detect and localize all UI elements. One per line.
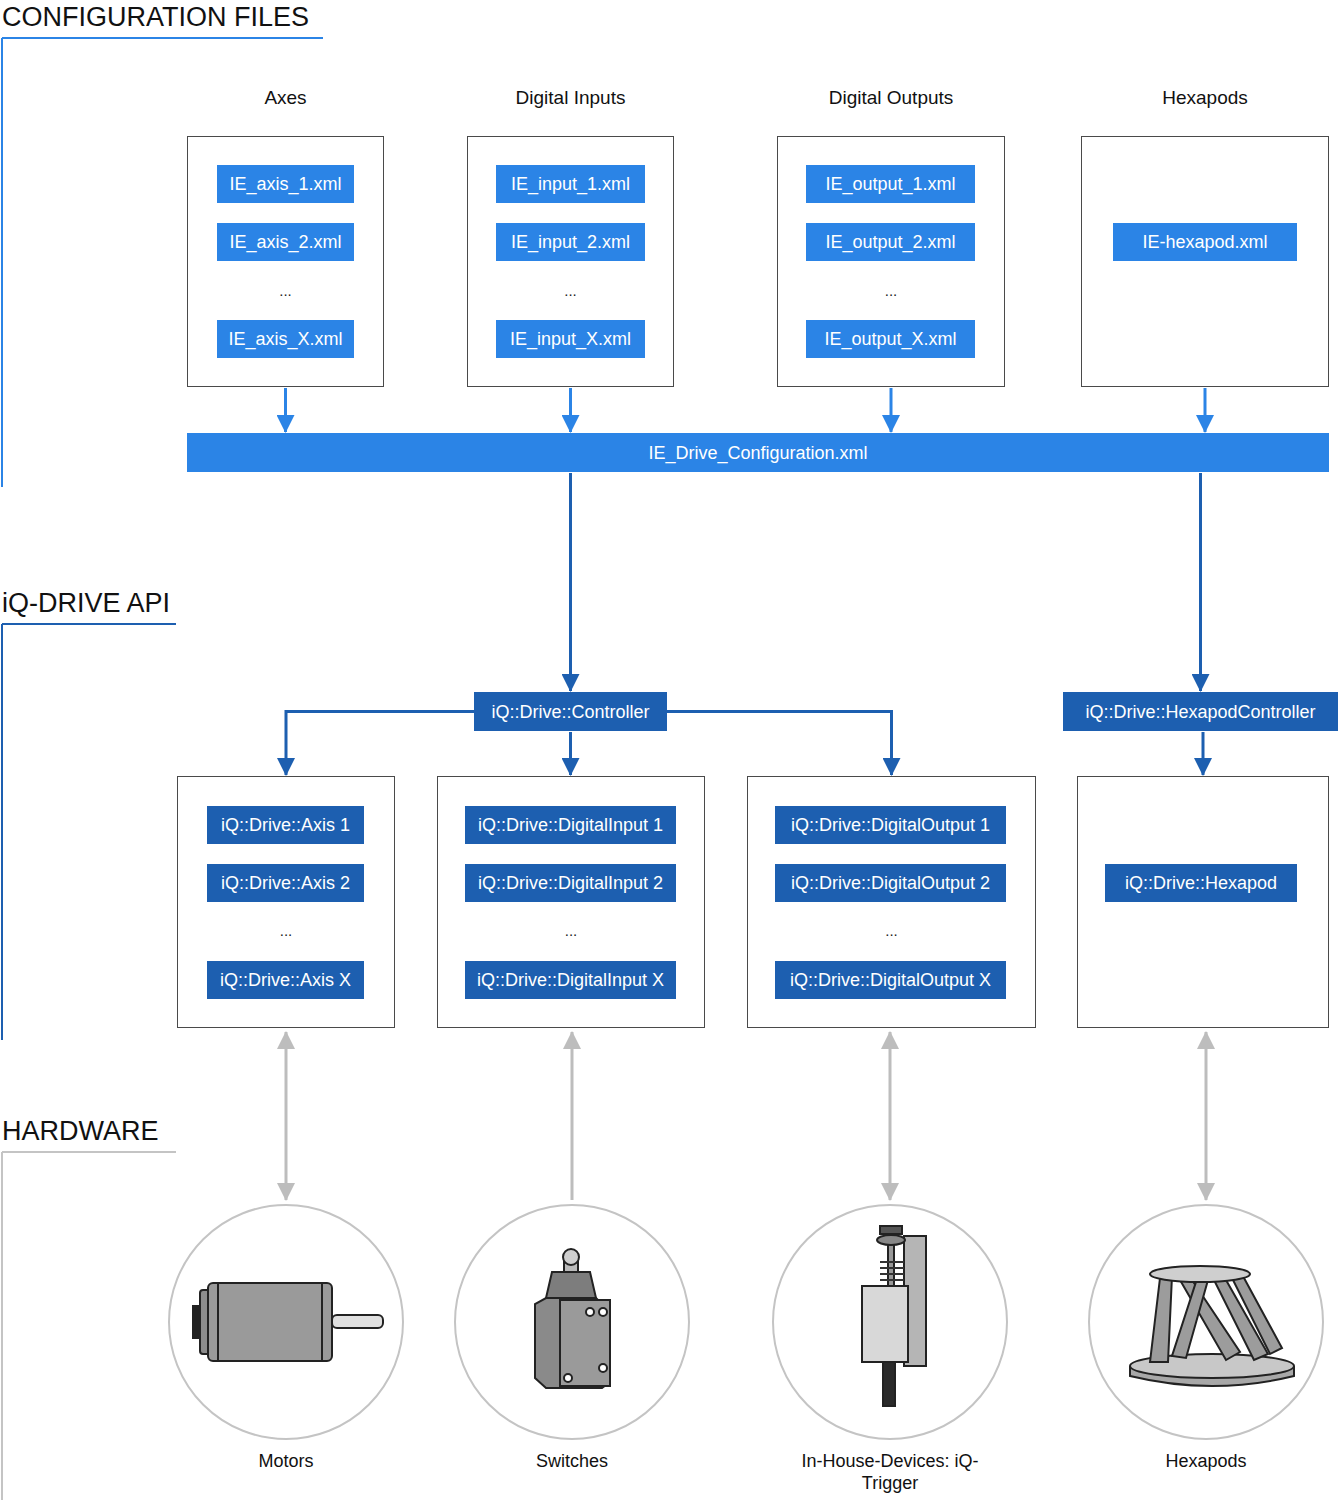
box-label: IE_input_1.xml	[511, 173, 630, 195]
box-label: iQ::Drive::DigitalInput 2	[478, 872, 663, 894]
box-label: iQ::Drive::Controller	[491, 701, 649, 723]
hardware-circle: In-House-Devices: iQ-Trigger	[772, 1204, 1008, 1440]
box-label: iQ::Drive::Axis 2	[221, 872, 350, 894]
group-box: IE_output_1.xmlIE_output_2.xmlIE_output_…	[777, 136, 1005, 387]
api-class-box: iQ::Drive::DigitalInput 1	[465, 806, 676, 844]
config-file-box: IE_output_1.xml	[806, 165, 975, 203]
box-label: iQ::Drive::Hexapod	[1125, 872, 1277, 894]
hardware-circle: Switches	[454, 1204, 690, 1440]
box-label: iQ::Drive::DigitalOutput 1	[791, 814, 990, 836]
box-label: IE_input_X.xml	[510, 328, 631, 350]
connector-arrow	[889, 1032, 892, 1200]
config-file-box: IE_axis_1.xml	[217, 165, 354, 203]
connector-arrow	[569, 473, 572, 691]
box-label: IE_axis_X.xml	[228, 328, 342, 350]
box-label: iQ::Drive::DigitalOutput X	[790, 969, 991, 991]
connector-arrow	[1204, 388, 1207, 432]
ellipsis-text: ...	[468, 283, 673, 299]
hardware-label: In-House-Devices: iQ-Trigger	[785, 1450, 995, 1494]
config-file-box: IE_axis_2.xml	[217, 223, 354, 261]
section-heading: HARDWARE	[2, 1116, 159, 1146]
group-heading: Digital Inputs	[468, 87, 673, 109]
group-box: iQ::Drive::DigitalInput 1iQ::Drive::Digi…	[437, 776, 705, 1028]
group-box: iQ::Drive::DigitalOutput 1iQ::Drive::Dig…	[747, 776, 1036, 1028]
connector-arrow	[569, 732, 572, 775]
api-class-box: iQ::Drive::Controller	[474, 692, 667, 731]
config-file-box: IE_output_2.xml	[806, 223, 975, 261]
trigger-illustration	[862, 1226, 926, 1406]
section-heading: iQ-DRIVE API	[2, 588, 170, 618]
section-heading: CONFIGURATION FILES	[2, 2, 309, 32]
group-heading: Digital Outputs	[778, 87, 1004, 109]
ellipsis-text: ...	[748, 923, 1035, 939]
connector-arrow	[286, 712, 474, 776]
box-label: IE-hexapod.xml	[1142, 231, 1267, 253]
ellipsis-text: ...	[438, 923, 704, 939]
box-label: IE_axis_2.xml	[229, 231, 341, 253]
hexapod-illustration	[1130, 1266, 1294, 1386]
config-file-box: IE_axis_X.xml	[217, 320, 354, 358]
connector-arrow	[285, 1032, 288, 1200]
connector-arrow	[890, 388, 893, 432]
api-class-box: iQ::Drive::Axis 1	[207, 806, 364, 844]
ellipsis-text: ...	[188, 283, 383, 299]
connector-arrow	[1205, 1032, 1208, 1200]
connector-arrow	[1199, 473, 1202, 691]
api-class-box: iQ::Drive::Axis X	[207, 961, 364, 999]
group-heading: Hexapods	[1082, 87, 1328, 109]
switch-illustration	[535, 1249, 610, 1388]
api-class-box: iQ::Drive::DigitalInput X	[465, 961, 676, 999]
box-label: iQ::Drive::DigitalOutput 2	[791, 872, 990, 894]
config-file-box: IE_input_2.xml	[496, 223, 645, 261]
connector-arrow	[1202, 732, 1205, 775]
ellipsis-text: ...	[778, 283, 1004, 299]
box-label: iQ::Drive::HexapodController	[1085, 701, 1315, 723]
api-class-box: iQ::Drive::DigitalOutput 2	[775, 864, 1006, 902]
config-file-box: IE_output_X.xml	[806, 320, 975, 358]
api-class-box: iQ::Drive::Axis 2	[207, 864, 364, 902]
box-label: iQ::Drive::Axis 1	[221, 814, 350, 836]
box-label: iQ::Drive::Axis X	[220, 969, 351, 991]
config-file-box: IE_input_X.xml	[496, 320, 645, 358]
group-box: iQ::Drive::Axis 1iQ::Drive::Axis 2iQ::Dr…	[177, 776, 395, 1028]
box-label: IE_output_1.xml	[825, 173, 955, 195]
group-box: IE-hexapod.xmlHexapods	[1081, 136, 1329, 387]
ellipsis-text: ...	[178, 923, 394, 939]
api-class-box: iQ::Drive::HexapodController	[1063, 692, 1338, 731]
config-band: IE_Drive_Configuration.xml	[187, 433, 1329, 472]
hardware-label: Motors	[181, 1450, 391, 1472]
group-box: IE_input_1.xmlIE_input_2.xmlIE_input_X.x…	[467, 136, 674, 387]
config-file-box: IE-hexapod.xml	[1113, 223, 1297, 261]
box-label: iQ::Drive::DigitalInput X	[477, 969, 664, 991]
box-label: IE_output_X.xml	[824, 328, 956, 350]
group-box: iQ::Drive::Hexapod	[1077, 776, 1329, 1028]
box-label: IE_output_2.xml	[825, 231, 955, 253]
connector-arrow	[667, 712, 892, 776]
api-class-box: iQ::Drive::DigitalOutput 1	[775, 806, 1006, 844]
hardware-label: Hexapods	[1101, 1450, 1311, 1472]
box-label: IE_input_2.xml	[511, 231, 630, 253]
hardware-circle: Motors	[168, 1204, 404, 1440]
group-box: IE_axis_1.xmlIE_axis_2.xmlIE_axis_X.xmlA…	[187, 136, 384, 387]
api-class-box: iQ::Drive::DigitalOutput X	[775, 961, 1006, 999]
group-heading: Axes	[188, 87, 383, 109]
box-label: IE_Drive_Configuration.xml	[648, 442, 867, 464]
motor-illustration	[193, 1283, 383, 1361]
hardware-label: Switches	[467, 1450, 677, 1472]
box-label: iQ::Drive::DigitalInput 1	[478, 814, 663, 836]
connector-arrow	[571, 1032, 574, 1200]
config-file-box: IE_input_1.xml	[496, 165, 645, 203]
api-class-box: iQ::Drive::Hexapod	[1105, 864, 1297, 902]
api-class-box: iQ::Drive::DigitalInput 2	[465, 864, 676, 902]
box-label: IE_axis_1.xml	[229, 173, 341, 195]
connector-arrow	[569, 388, 572, 432]
connector-arrow	[284, 388, 287, 432]
hardware-circle: Hexapods	[1088, 1204, 1324, 1440]
